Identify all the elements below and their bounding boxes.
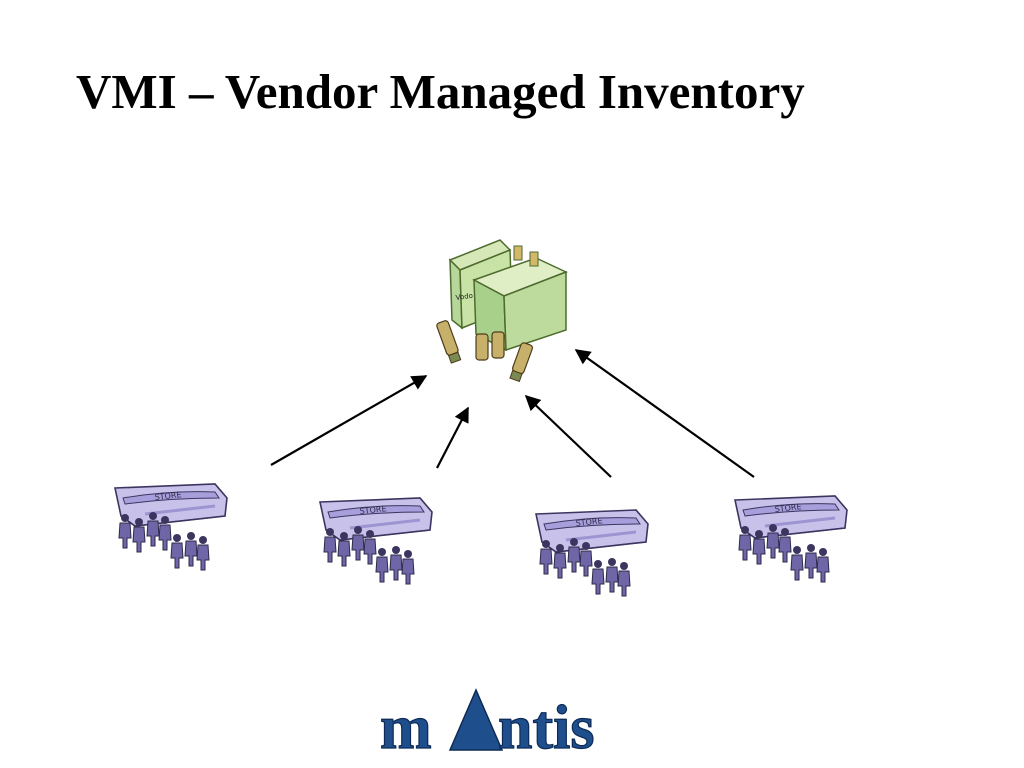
arrow-store-1 (270, 375, 428, 466)
store-icon: STORE (536, 510, 648, 596)
arrow-store-2 (436, 406, 469, 469)
store-icon: STORE (320, 498, 432, 584)
factory-sign: Vodo (455, 292, 473, 302)
slide-title: VMI – Vendor Managed Inventory (76, 64, 805, 119)
store-sign: STORE (359, 504, 387, 516)
store-sign: STORE (154, 490, 182, 502)
store-icon: STORE (735, 496, 847, 582)
store-sign: STORE (575, 516, 603, 528)
arrow-store-4 (574, 349, 755, 478)
arrow-store-3 (524, 394, 612, 478)
mantis-logo: m ntis (380, 688, 595, 760)
logo-text-right: ntis (498, 694, 594, 760)
logo-text-left: m (380, 694, 432, 760)
factory-icon: Vodo (436, 239, 568, 383)
store-icon: STORE (115, 484, 227, 570)
logo-triangle-icon (448, 688, 504, 751)
store-sign: STORE (774, 502, 802, 514)
